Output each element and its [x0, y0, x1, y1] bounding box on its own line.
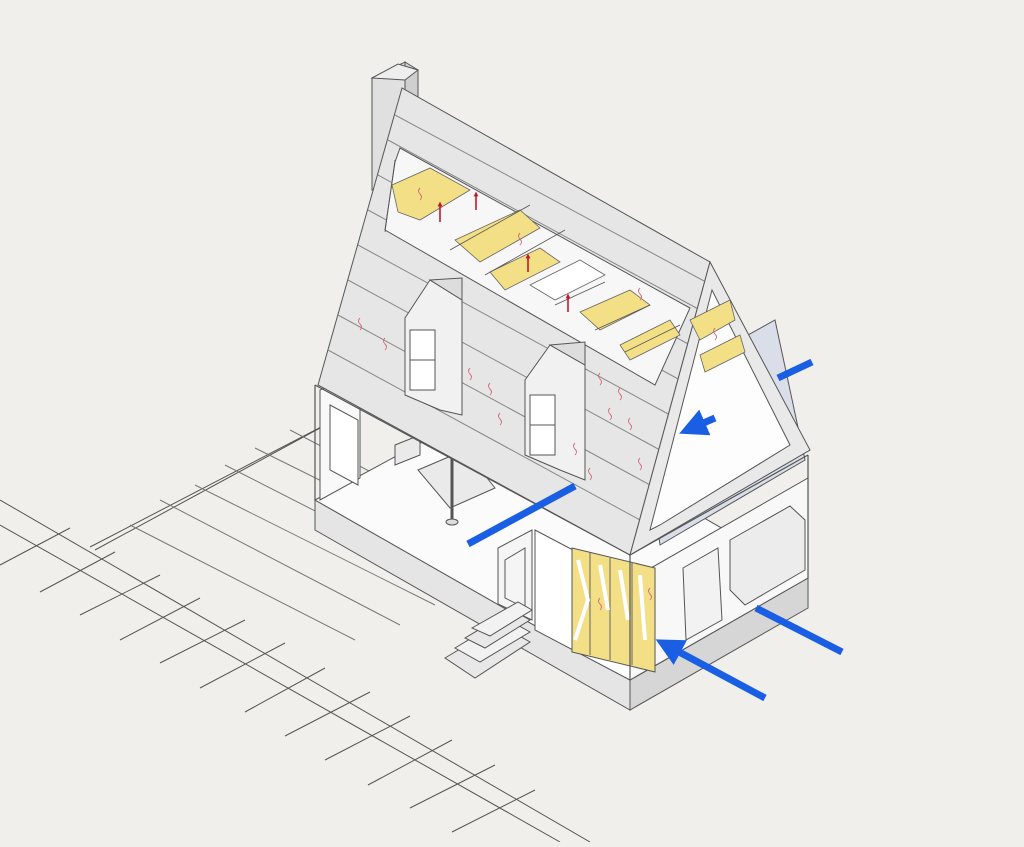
wall-insulation — [571, 547, 656, 673]
arrow-right-icon — [655, 639, 767, 702]
back-door — [329, 404, 359, 486]
heat-escape-arrows — [437, 191, 571, 312]
front-steps — [444, 601, 533, 679]
arrow-right-icon — [776, 358, 814, 382]
kitchen-counter — [729, 505, 806, 606]
heat-squiggles — [358, 187, 717, 611]
sidewalk — [0, 424, 591, 843]
arrow-right-icon — [679, 409, 717, 436]
refrigerator — [682, 547, 723, 641]
arrow-right-icon — [754, 604, 844, 656]
dormer-right — [524, 341, 586, 481]
front-door — [497, 529, 533, 621]
arrow-right-icon — [466, 482, 577, 548]
dormer-left — [404, 277, 463, 416]
attic-insulation — [384, 159, 746, 373]
air-leak-arrows — [466, 358, 844, 702]
radiator — [394, 434, 421, 466]
